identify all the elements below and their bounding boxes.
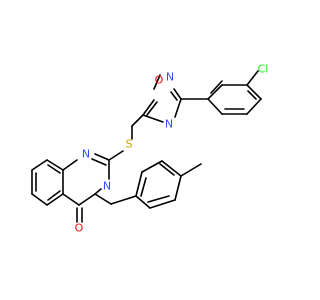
molecule-canvas: O N N Cl S N N O bbox=[31, 63, 269, 235]
pyrimidinone-ring bbox=[62, 153, 110, 223]
atom-chlorine: Cl bbox=[258, 63, 269, 76]
atom-o-carbonyl: O bbox=[75, 222, 84, 235]
benzyl-group bbox=[94, 160, 202, 209]
atom-n-quinazoline-bottom: N bbox=[103, 180, 111, 193]
structure-drawing: O N N Cl S N N O bbox=[31, 63, 269, 235]
benzo-ring bbox=[31, 159, 64, 206]
atom-sulfur: S bbox=[126, 138, 133, 151]
atom-o-ring: O bbox=[155, 74, 164, 87]
chlorophenyl-ring bbox=[180, 70, 262, 115]
thioether-linker bbox=[108, 114, 144, 161]
atom-n-quinazoline-top: N bbox=[82, 148, 90, 161]
atom-n-oxadiazole-bottom: N bbox=[165, 118, 173, 131]
atom-n-oxadiazole-top: N bbox=[166, 71, 174, 84]
oxadiazole-ring bbox=[142, 74, 182, 123]
